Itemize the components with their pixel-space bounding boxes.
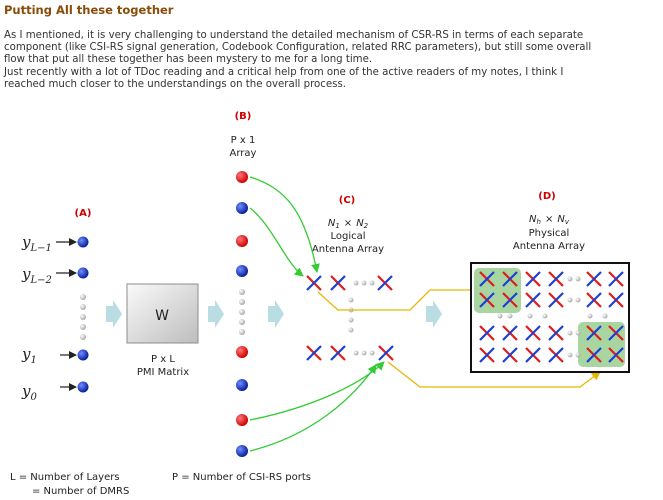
pmi-matrix-label: PMI Matrix	[137, 367, 189, 378]
intro-paragraph: As I mentioned, it is very challenging t…	[4, 30, 656, 91]
label-a: (A)	[75, 208, 92, 219]
physical-label: Physical	[529, 228, 570, 239]
layer-count-definition: L = Number of Layers	[10, 472, 120, 483]
physical-antenna-elements	[478, 270, 625, 364]
highlight-subarray	[578, 322, 625, 367]
logical-antenna-array	[305, 274, 395, 362]
port-count-definition: P = Number of CSI-RS ports	[172, 472, 312, 483]
paragraph-line: flow that put all these together has bee…	[4, 54, 373, 66]
label-d: (D)	[538, 191, 555, 202]
array-size-label: P x 1	[231, 135, 256, 146]
symbol-y-l-minus-1: yL−1	[21, 233, 52, 254]
element-mapping-arrows	[317, 285, 601, 388]
flow-arrow	[268, 300, 284, 328]
physical-dims-label: Nh×Nv	[529, 214, 570, 226]
symbol-y0: y0	[21, 382, 37, 403]
ellipsis-dots	[80, 294, 86, 340]
flow-arrow	[426, 300, 442, 328]
symbol-y-l-minus-2: yL−2	[21, 265, 52, 286]
paragraph-line: component (like CSI-RS signal generation…	[4, 42, 592, 54]
dmrs-count-definition: = Number of DMRS	[32, 486, 130, 497]
matrix-symbol: W	[155, 308, 169, 324]
section-heading: Putting All these together	[4, 3, 174, 17]
port-mapping-arrows	[249, 176, 385, 452]
flow-arrow	[106, 300, 122, 328]
paragraph-line: Just recently with a lot of TDoc reading…	[4, 66, 564, 78]
precoder-matrix-box	[126, 283, 199, 344]
label-b: (B)	[235, 111, 252, 122]
flow-arrow	[208, 300, 224, 328]
logical-antenna-array-label: Antenna Array	[312, 244, 384, 255]
csi-rs-port-array	[236, 171, 248, 457]
logical-dims-label: N1×N2	[328, 218, 369, 230]
layer-dot	[77, 349, 89, 361]
label-c: (C)	[339, 195, 355, 206]
paragraph-line: reached much closer to the understanding…	[4, 78, 347, 90]
logical-label: Logical	[330, 231, 365, 242]
physical-antenna-array-label: Antenna Array	[513, 241, 585, 252]
paragraph-line: As I mentioned, it is very challenging t…	[4, 30, 584, 41]
array-label: Array	[230, 148, 257, 159]
pmi-size-label: P x L	[151, 354, 175, 365]
symbol-y1: y1	[21, 345, 37, 366]
layer-dot	[77, 267, 89, 279]
layer-dot	[77, 236, 89, 248]
layer-dot	[77, 381, 89, 393]
